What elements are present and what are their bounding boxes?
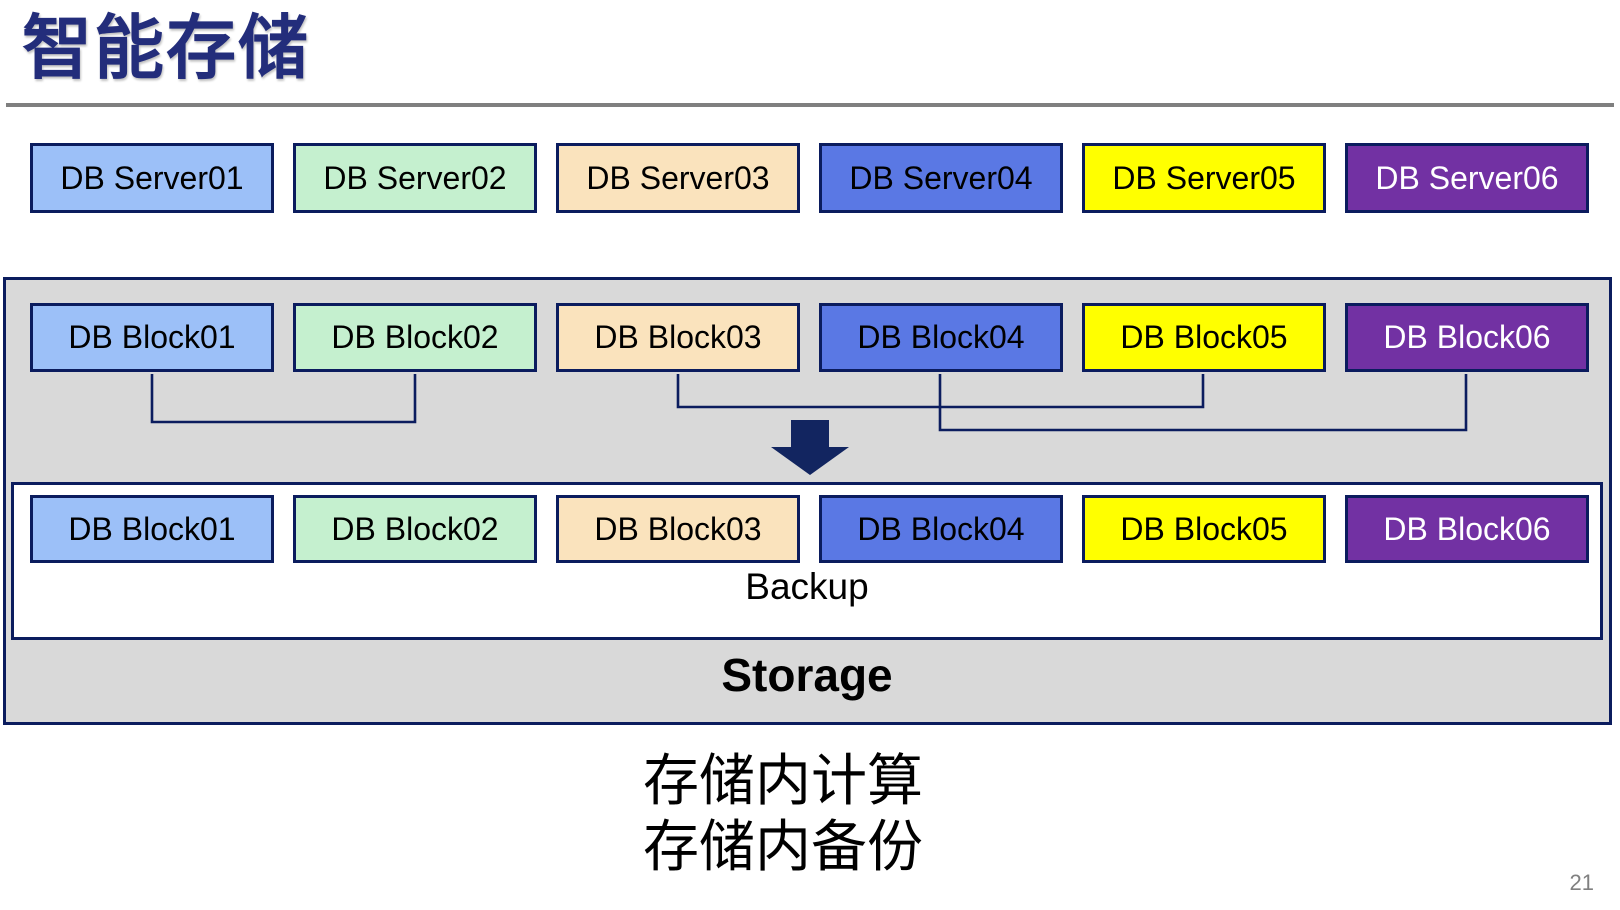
page-number: 21 [1569,870,1594,895]
db-server-05-box: DB Server05 [1082,143,1326,213]
db-block-row-source: DB Block01 DB Block02 DB Block03 DB Bloc… [30,303,1589,372]
db-server-03-box: DB Server03 [556,143,800,213]
backup-box [11,482,1603,640]
db-block-row-backup: DB Block01 DB Block02 DB Block03 DB Bloc… [30,495,1589,563]
db-block-02-backup-box: DB Block02 [293,495,537,563]
db-server-04-box: DB Server04 [819,143,1063,213]
db-block-04-backup-box: DB Block04 [819,495,1063,563]
db-block-04-box: DB Block04 [819,303,1063,372]
db-block-01-backup-box: DB Block01 [30,495,274,563]
slide-title: 智能存储 [22,9,310,87]
db-server-01-box: DB Server01 [30,143,274,213]
db-block-03-box: DB Block03 [556,303,800,372]
backup-label: Backup [745,566,869,607]
db-server-06-box: DB Server06 [1345,143,1589,213]
title-divider [6,103,1614,107]
db-block-05-backup-box: DB Block05 [1082,495,1326,563]
caption-text: 存储内计算 存储内备份 [643,748,923,880]
db-block-06-backup-box: DB Block06 [1345,495,1589,563]
db-block-05-box: DB Block05 [1082,303,1326,372]
db-block-03-backup-box: DB Block03 [556,495,800,563]
caption-line-2: 存储内备份 [643,815,923,878]
db-block-01-box: DB Block01 [30,303,274,372]
db-block-06-box: DB Block06 [1345,303,1589,372]
db-server-row: DB Server01 DB Server02 DB Server03 DB S… [30,143,1589,213]
db-server-02-box: DB Server02 [293,143,537,213]
db-block-02-box: DB Block02 [293,303,537,372]
storage-label: Storage [721,649,893,701]
caption-line-1: 存储内计算 [643,749,923,812]
